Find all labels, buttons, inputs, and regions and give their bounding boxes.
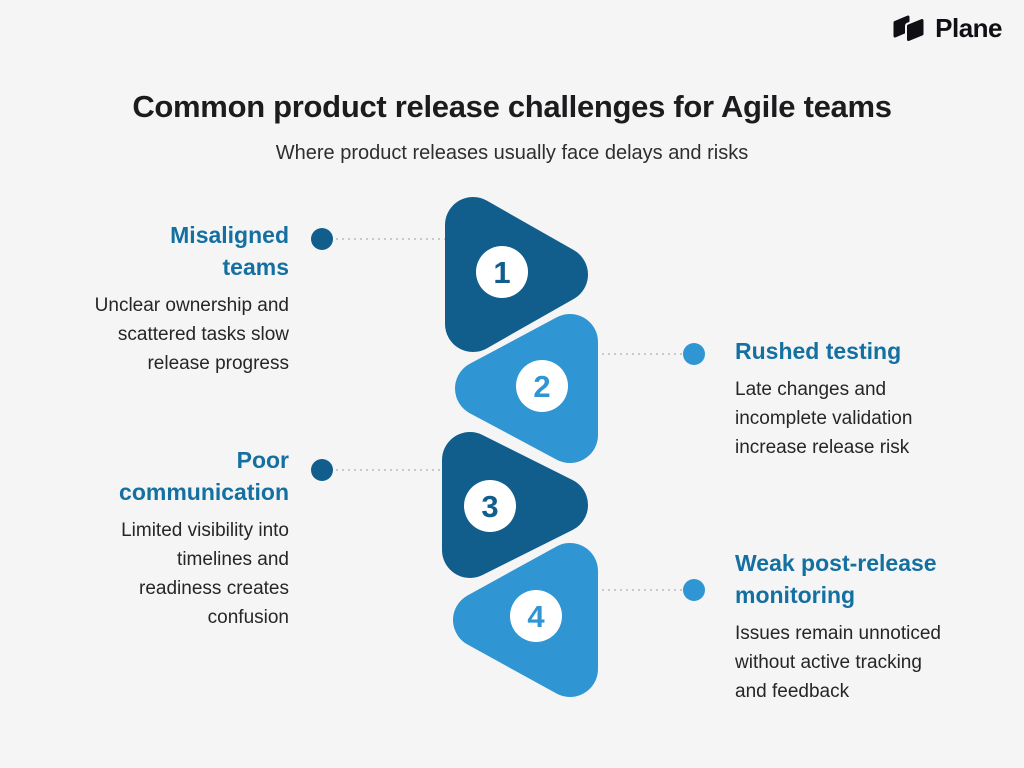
challenge-heading: Poor communication <box>119 447 289 505</box>
challenge-item-weak-post-release-monitoring: Weak post-release monitoring Issues rema… <box>735 547 997 706</box>
page-subtitle: Where product releases usually face dela… <box>275 142 749 164</box>
challenge-description: Issues remain unnoticed without active t… <box>735 623 941 702</box>
challenge-heading: Misaligned teams <box>170 222 289 280</box>
plane-logo-icon <box>893 15 926 43</box>
connector-dot-1 <box>311 228 333 250</box>
connector-dot-3 <box>311 459 333 481</box>
step-number-4: 4 <box>527 599 545 634</box>
number-circle-3 <box>464 480 516 532</box>
page-title: Common product release challenges for Ag… <box>132 89 892 124</box>
step-number-3: 3 <box>481 489 498 524</box>
number-circle-2 <box>516 360 568 412</box>
challenge-heading: Weak post-release monitoring <box>735 550 937 608</box>
brand-name: Plane <box>935 13 1002 43</box>
challenge-item-poor-communication: Poor communication Limited visibility in… <box>27 444 289 632</box>
challenge-description: Unclear ownership and scattered tasks sl… <box>94 295 289 374</box>
step-number-2: 2 <box>533 369 550 404</box>
challenge-heading: Rushed testing <box>735 338 902 364</box>
number-circle-4 <box>510 590 562 642</box>
challenge-description: Limited visibility into timelines and re… <box>121 520 289 628</box>
connector-dot-4 <box>683 579 705 601</box>
challenge-item-misaligned-teams: Misaligned teams Unclear ownership and s… <box>27 219 289 378</box>
challenge-description: Late changes and incomplete validation i… <box>735 379 913 458</box>
step-number-1: 1 <box>493 255 510 290</box>
connector-dot-2 <box>683 343 705 365</box>
number-circle-1 <box>476 246 528 298</box>
brand-logo: Plane <box>891 13 1002 44</box>
challenge-item-rushed-testing: Rushed testing Late changes and incomple… <box>735 335 997 462</box>
